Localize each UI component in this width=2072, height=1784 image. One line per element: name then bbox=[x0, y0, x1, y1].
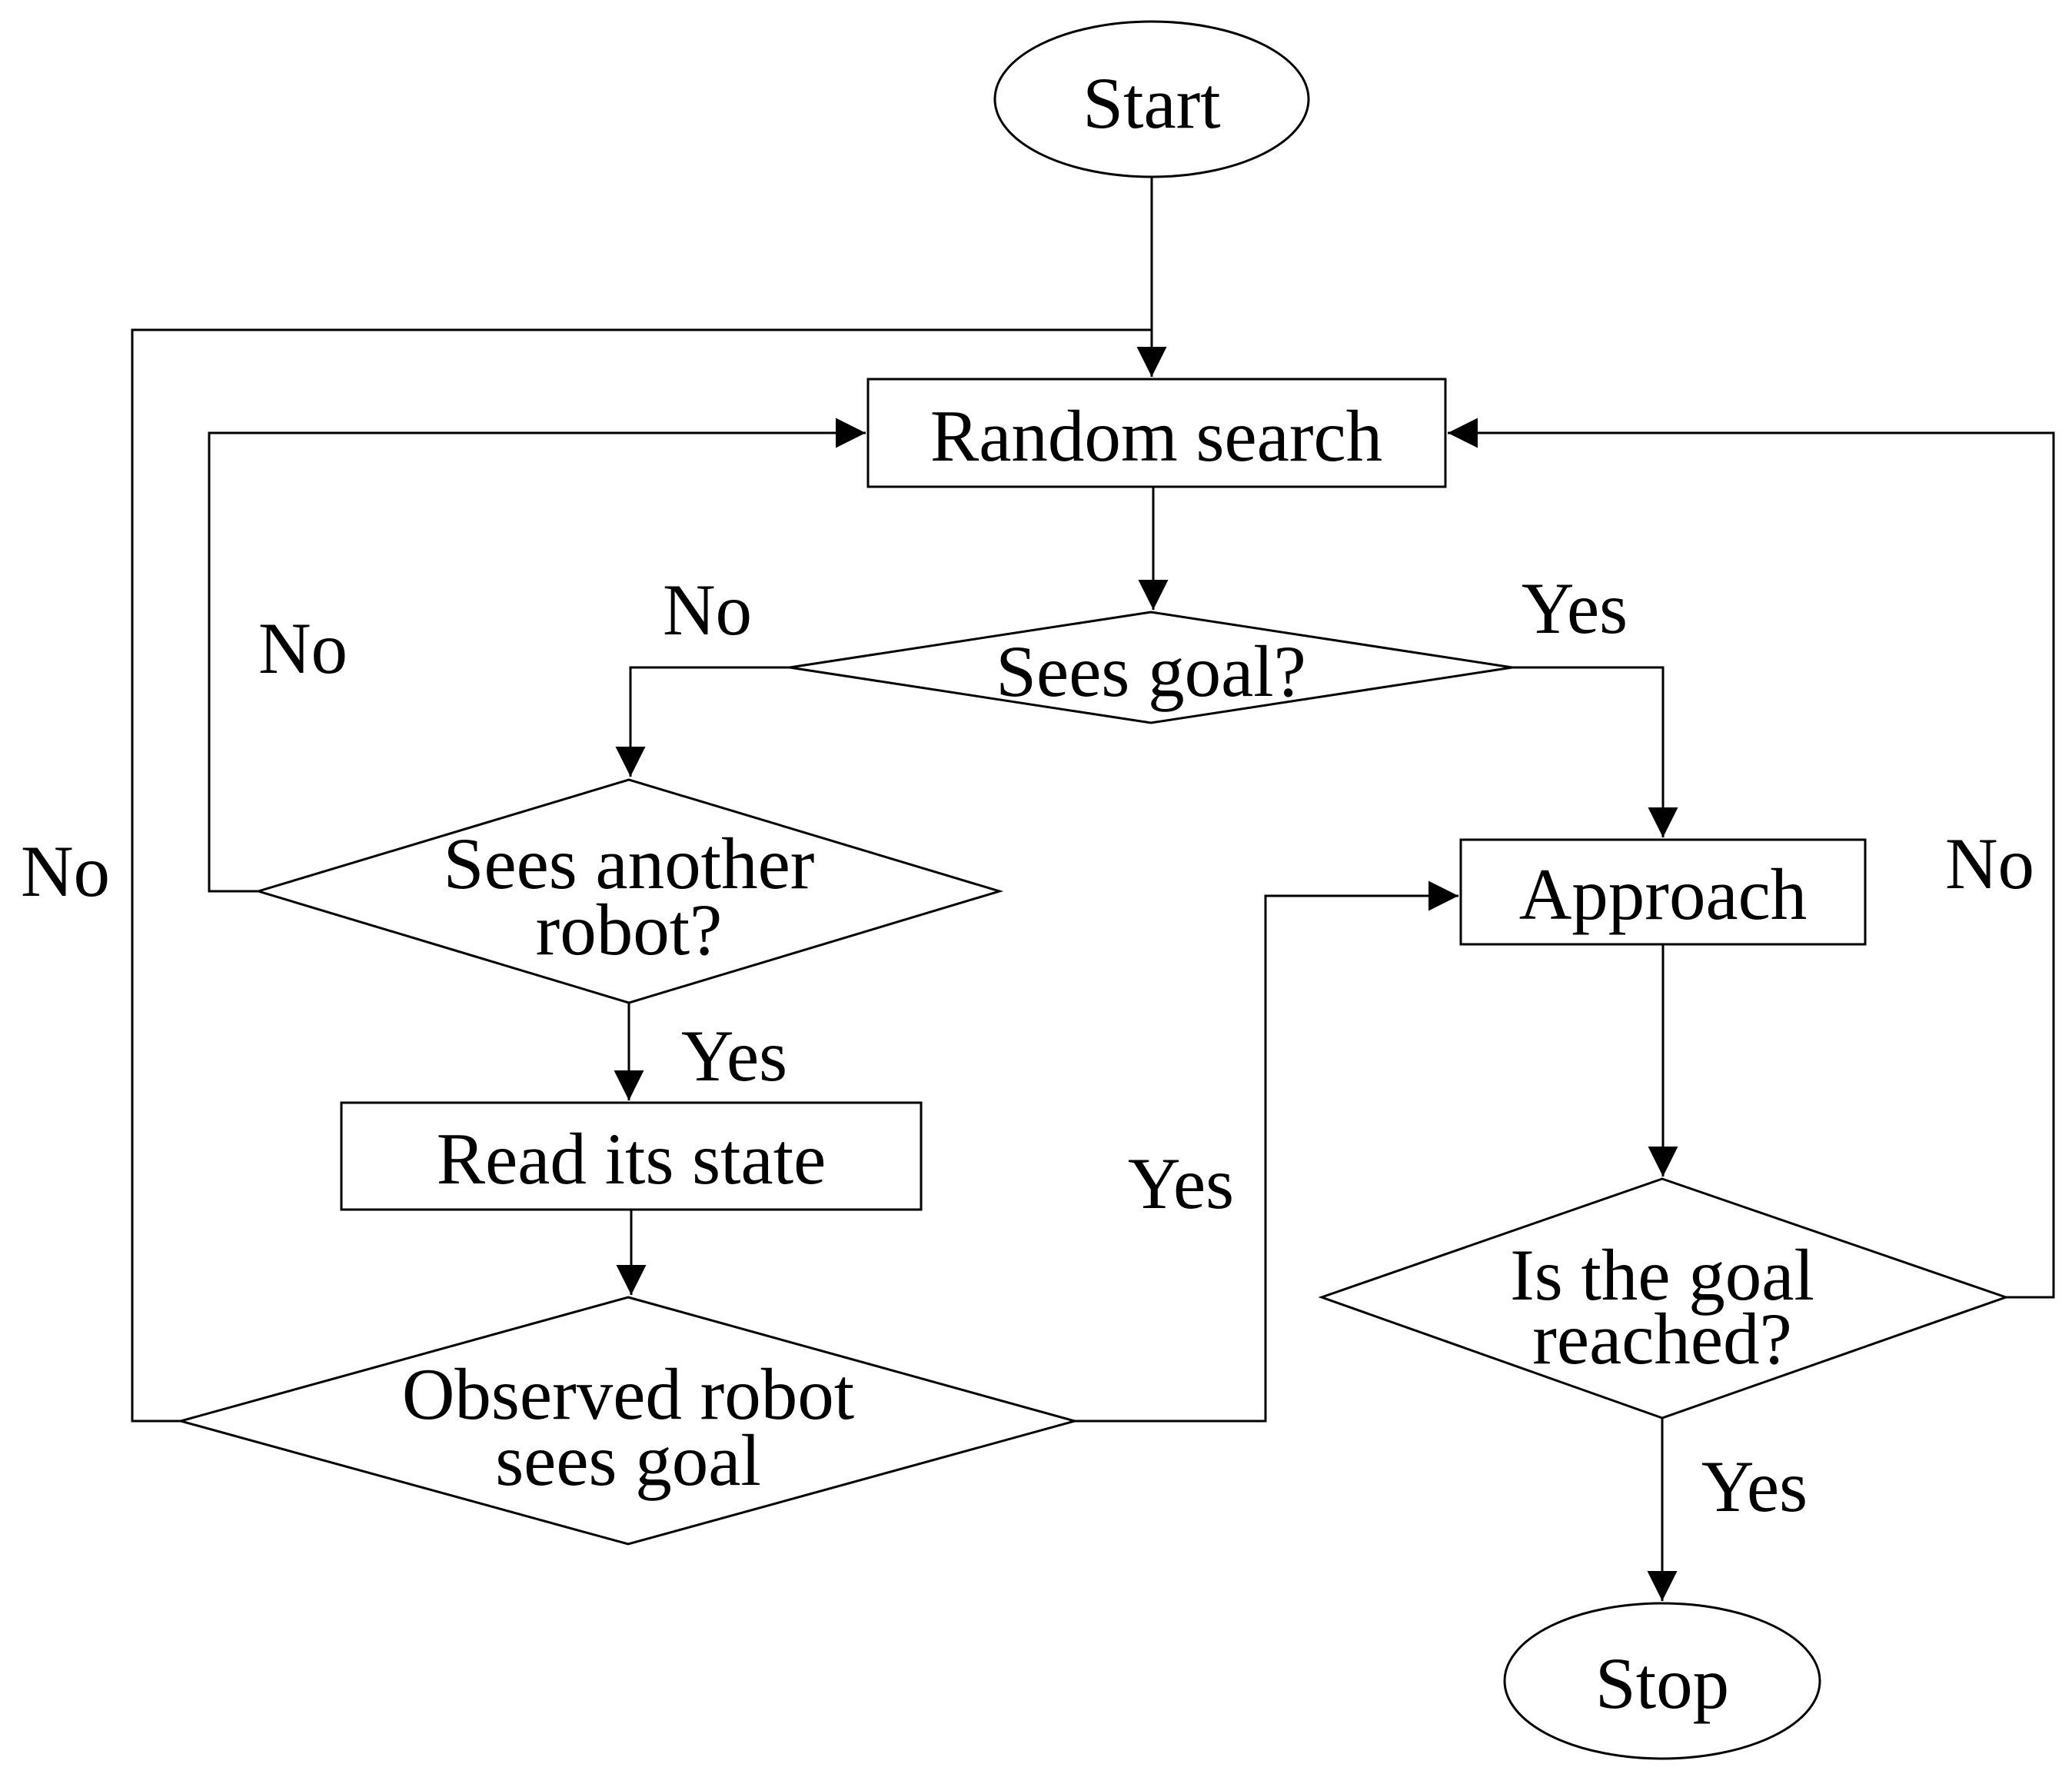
is-goal-reached-label-line1: Is the goal bbox=[1510, 1234, 1814, 1316]
edge-sees-another-robot-no bbox=[208, 418, 866, 893]
observed-robot-sees-goal-node bbox=[176, 1296, 1079, 1546]
start-node bbox=[993, 20, 1310, 178]
edge-observed-robot-yes bbox=[1075, 880, 1458, 1423]
approach-label: Approach bbox=[1519, 854, 1808, 935]
random-search-label: Random search bbox=[930, 395, 1382, 477]
sees-another-robot-no-label: No bbox=[258, 607, 348, 689]
observed-robot-label-line1: Observed robot bbox=[402, 1353, 854, 1435]
is-goal-reached-node bbox=[1318, 1177, 2010, 1420]
start-label: Start bbox=[1083, 62, 1220, 144]
sees-goal-yes-label: Yes bbox=[1522, 567, 1628, 649]
edge-observed-robot-no bbox=[131, 328, 1152, 1423]
observed-robot-label-line2: sees goal bbox=[495, 1420, 761, 1501]
sees-another-robot-yes-label: Yes bbox=[681, 1015, 787, 1097]
sees-goal-node bbox=[789, 611, 1513, 724]
sees-another-robot-node bbox=[254, 778, 1004, 1004]
random-search-node bbox=[866, 378, 1447, 488]
sees-another-robot-label-line2: robot? bbox=[536, 889, 723, 970]
is-goal-reached-yes-label: Yes bbox=[1701, 1446, 1808, 1527]
approach-node bbox=[1459, 838, 1867, 946]
read-its-state-label: Read its state bbox=[437, 1118, 826, 1200]
observed-robot-no-label: No bbox=[21, 830, 110, 912]
sees-goal-no-label: No bbox=[663, 569, 752, 651]
is-goal-reached-no-label: No bbox=[1945, 823, 2034, 904]
stop-label: Stop bbox=[1595, 1643, 1729, 1724]
stop-node bbox=[1503, 1602, 1821, 1760]
edge-sees-goal-yes bbox=[1512, 666, 1678, 837]
sees-goal-label: Sees goal? bbox=[996, 631, 1306, 712]
read-its-state-node bbox=[340, 1101, 923, 1211]
edge-is-goal-reached-no bbox=[1448, 418, 2055, 1299]
observed-robot-yes-label: Yes bbox=[1128, 1143, 1234, 1224]
sees-another-robot-label-line1: Sees another bbox=[444, 823, 815, 904]
edge-sees-goal-no bbox=[615, 666, 790, 777]
is-goal-reached-label-line2: reached? bbox=[1532, 1298, 1791, 1380]
